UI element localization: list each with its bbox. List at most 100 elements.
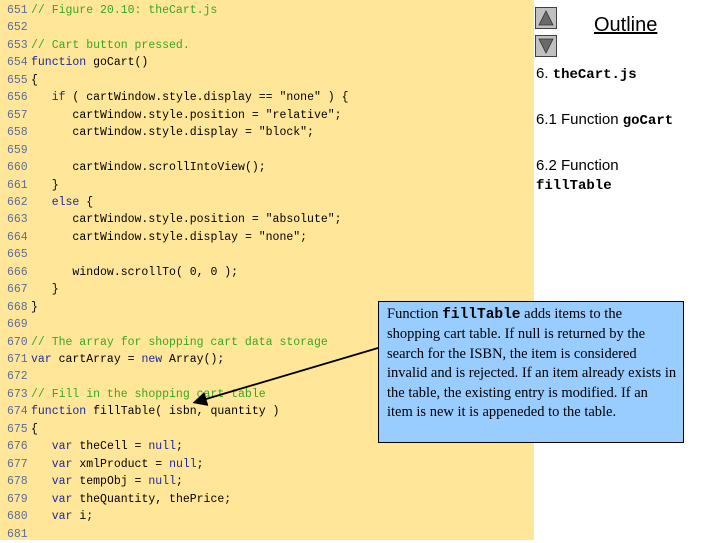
code-line: 662 else {	[7, 194, 93, 211]
code-text: {	[31, 422, 38, 436]
line-number: 659	[7, 143, 28, 157]
code-text: theCell =	[72, 440, 149, 454]
callout-text-pre: Function	[387, 306, 443, 322]
callout-text-post: adds items to the shopping cart table. I…	[387, 306, 677, 421]
code-text: theQuantity, thePrice;	[72, 492, 232, 506]
line-number: 676	[7, 440, 28, 454]
indent	[31, 109, 72, 122]
code-line: 667 }	[7, 281, 59, 298]
code-line: 659	[7, 142, 31, 159]
code-text: {	[79, 195, 94, 209]
line-number: 672	[7, 370, 28, 384]
outline-nav	[535, 7, 557, 57]
line-number: 660	[7, 161, 28, 175]
code-keyword: var	[51, 510, 73, 524]
code-text: cartWindow.scrollIntoView();	[72, 161, 266, 175]
line-number: 680	[7, 510, 28, 524]
code-text: window.scrollTo( 0, 0 );	[72, 265, 239, 279]
indent	[31, 440, 52, 453]
code-text: fillTable( isbn, quantity )	[86, 405, 280, 419]
code-comment: // Figure 20.10: theCart.js	[31, 4, 218, 17]
line-number: 655	[7, 73, 28, 87]
indent	[31, 266, 72, 279]
line-number: 678	[7, 475, 28, 489]
line-number: 679	[7, 492, 28, 506]
outline-item-prefix: 6.	[536, 65, 553, 82]
code-text: cartWindow.style.position = "relative";	[72, 108, 342, 122]
indent	[31, 179, 52, 192]
indent	[31, 196, 52, 209]
code-keyword: var	[51, 492, 73, 506]
line-number: 654	[7, 56, 28, 70]
indent	[31, 493, 52, 506]
code-keyword: var	[51, 475, 73, 489]
code-line: 652	[7, 19, 31, 36]
indent	[31, 283, 52, 296]
code-line: 656 if ( cartWindow.style.display == "no…	[7, 89, 348, 106]
code-line: 666 window.scrollTo( 0, 0 );	[7, 264, 238, 281]
code-keyword: function	[31, 405, 87, 419]
code-keyword: else	[51, 195, 80, 209]
line-number: 675	[7, 422, 28, 436]
callout-code: fillTable	[442, 307, 521, 323]
line-number: 677	[7, 457, 28, 471]
code-text: cartArray =	[51, 353, 142, 366]
outline-title[interactable]: Outline	[594, 14, 658, 36]
indent	[31, 231, 72, 244]
line-number: 664	[7, 230, 28, 244]
callout-box: Function fillTable adds items to the sho…	[378, 301, 684, 443]
code-comment: // The array for shopping cart data stor…	[31, 335, 328, 349]
code-text: cartWindow.style.display = "none";	[72, 230, 308, 244]
code-line: 676 var theCell = null;	[7, 438, 183, 455]
code-keyword: null	[148, 475, 176, 489]
code-line: 677 var xmlProduct = null;	[7, 456, 204, 473]
indent	[31, 161, 72, 174]
triangle-down-icon	[538, 38, 554, 54]
code-keyword: if	[51, 91, 66, 105]
code-line: 653// Cart button pressed.	[7, 37, 190, 54]
code-line: 655{	[7, 72, 38, 89]
indent	[31, 475, 52, 488]
code-comment: // Fill in the shopping cart table	[31, 387, 266, 401]
code-text: cartWindow.style.position = "absolute";	[72, 213, 342, 227]
code-line: 668}	[7, 299, 38, 316]
line-number: 651	[7, 4, 28, 17]
line-number: 667	[7, 283, 28, 297]
line-number: 653	[7, 38, 28, 52]
code-text: }	[51, 178, 59, 192]
code-line: 669	[7, 316, 31, 333]
line-number: 652	[7, 21, 28, 35]
code-keyword: var	[31, 353, 52, 366]
code-text: goCart()	[86, 56, 149, 70]
code-text: }	[31, 300, 38, 314]
code-line: 681	[7, 526, 31, 543]
triangle-up-icon	[538, 10, 554, 26]
code-text: Array();	[162, 353, 225, 366]
code-text: cartWindow.style.display = "block";	[72, 126, 314, 140]
outline-item-code: theCart.js	[552, 67, 637, 83]
outline-item-gocart: 6.1 Function goCart	[536, 110, 673, 131]
code-line: 658 cartWindow.style.display = "block";	[7, 124, 314, 141]
line-number: 670	[7, 335, 28, 349]
outline-item-code: goCart	[622, 113, 674, 129]
code-line: 663 cartWindow.style.position = "absolut…	[7, 211, 342, 228]
code-line: 678 var tempObj = null;	[7, 473, 183, 490]
code-text: tempObj =	[72, 475, 149, 489]
line-number: 658	[7, 126, 28, 140]
indent	[31, 510, 52, 523]
code-keyword: function	[31, 56, 87, 70]
next-slide-button[interactable]	[535, 35, 557, 57]
code-line: 679 var theQuantity, thePrice;	[7, 491, 231, 508]
code-line: 665	[7, 246, 31, 263]
previous-slide-button[interactable]	[535, 7, 557, 29]
indent	[31, 126, 72, 139]
code-keyword: var	[51, 457, 73, 471]
outline-item-prefix: 6.1 Function	[536, 111, 623, 128]
code-text: }	[51, 283, 59, 297]
line-number: 662	[7, 195, 28, 209]
line-number: 657	[7, 108, 28, 122]
code-line: 680 var i;	[7, 508, 93, 525]
